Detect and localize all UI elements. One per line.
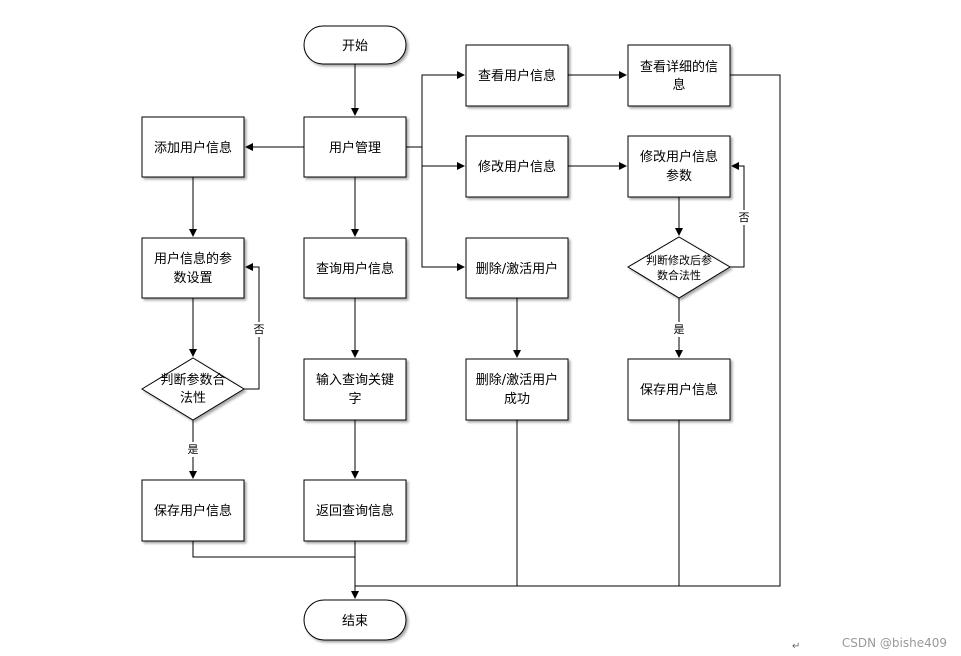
- check-modified-diamond: [627, 236, 731, 299]
- delete-success-box: [465, 358, 569, 421]
- query-user-label: 查询用户信息: [316, 261, 394, 277]
- view-detail-label-line2: 息: [672, 77, 685, 93]
- start-label: 开始: [342, 39, 368, 54]
- param-setup-label-line2: 数设置: [173, 271, 212, 286]
- save-left-label: 保存用户信息: [154, 503, 232, 519]
- check-params-label-line2: 法性: [180, 391, 206, 406]
- delete-user-label: 删除/激活用户: [476, 261, 558, 277]
- modify-user-label: 修改用户信息: [478, 159, 556, 175]
- user-mgmt-box: [303, 116, 407, 178]
- param-setup-box: [141, 237, 245, 299]
- save-right-box: [627, 358, 731, 421]
- return-result-label: 返回查询信息: [316, 503, 394, 519]
- delete-success-label-line2: 成功: [504, 392, 530, 407]
- delete-success-label-line1: 删除/激活用户: [476, 372, 558, 388]
- user-mgmt-label: 用户管理: [329, 140, 381, 156]
- edge-label-no-right: 否: [739, 211, 750, 224]
- check-params-diamond: [141, 357, 245, 421]
- edge-label-background: [671, 322, 687, 337]
- edge-detail-to-merge: [355, 74, 781, 587]
- edge-label-background: [736, 210, 752, 225]
- edge-label-background: [251, 322, 267, 337]
- view-detail-box: [627, 44, 731, 107]
- view-user-label: 查看用户信息: [478, 68, 556, 84]
- edge-user-mgmt-to-view: [406, 71, 465, 148]
- add-user-box: [141, 116, 245, 178]
- check-modified-label-line2: 数合法性: [657, 268, 701, 282]
- input-keyword-box: [303, 358, 407, 421]
- modify-user-box: [465, 135, 569, 198]
- save-right-label: 保存用户信息: [640, 382, 718, 398]
- modify-params-label-line2: 参数: [666, 168, 692, 184]
- check-params-label-line1: 判断参数合: [160, 372, 225, 388]
- return-result-box: [303, 479, 407, 542]
- view-user-box: [465, 44, 569, 107]
- edge-label-background: [185, 442, 201, 457]
- edges: [189, 64, 781, 599]
- edge-save-left-to-merge: [192, 541, 355, 558]
- edge-label-no-left: 否: [254, 323, 265, 336]
- query-user-box: [303, 237, 407, 299]
- start-node: [303, 25, 407, 65]
- add-user-label: 添加用户信息: [154, 140, 232, 156]
- watermark: CSDN @bishe409: [841, 636, 947, 650]
- input-keyword-label-line1: 输入查询关键: [316, 372, 394, 388]
- labels: 开始 用户管理 添加用户信息 用户信息的参 数设置 判断参数合 法性 保存用户信…: [154, 39, 752, 629]
- end-node: [303, 599, 407, 641]
- edge-label-yes-right: 是: [674, 323, 685, 336]
- return-mark: ↵: [792, 641, 801, 652]
- end-label: 结束: [342, 614, 368, 629]
- edge-label-yes-left: 是: [188, 443, 199, 456]
- edge-user-mgmt-to-delete: [421, 166, 465, 271]
- param-setup-label-line1: 用户信息的参: [154, 251, 232, 267]
- save-left-box: [141, 479, 245, 542]
- nodes: [141, 25, 731, 641]
- view-detail-label-line1: 查看详细的信: [640, 59, 718, 75]
- delete-user-box: [465, 237, 569, 299]
- edge-user-mgmt-to-modify: [421, 147, 465, 170]
- modify-params-box: [627, 135, 731, 198]
- input-keyword-label-line2: 字: [348, 392, 361, 407]
- modify-params-label-line1: 修改用户信息: [640, 149, 718, 165]
- check-modified-label-line1: 判断修改后参: [646, 253, 712, 267]
